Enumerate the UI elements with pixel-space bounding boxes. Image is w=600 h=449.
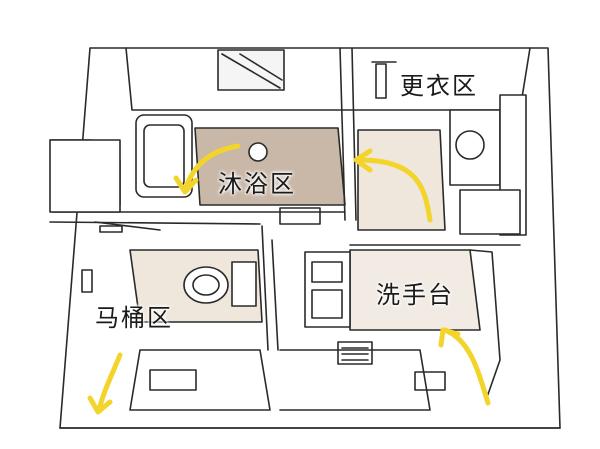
arrow-shower [182, 143, 241, 193]
label-sink-zone: 洗手台 [376, 281, 454, 309]
inner-wall-top [125, 47, 531, 111]
changing-floor [357, 129, 446, 231]
label-toilet-zone: 马桶区 [95, 304, 173, 332]
toilet-tank [231, 261, 257, 307]
bath-mat [337, 341, 373, 365]
shower-head-icon [248, 142, 268, 162]
washing-machine [449, 109, 501, 186]
arrow-changing [357, 157, 433, 223]
arrow-sink [442, 327, 491, 406]
outer-wall [59, 47, 561, 429]
arrow-toilet [96, 352, 123, 413]
toilet-bowl [183, 266, 229, 304]
label-changing-zone: 更衣区 [400, 72, 478, 100]
label-shower-zone: 沐浴区 [218, 170, 296, 198]
